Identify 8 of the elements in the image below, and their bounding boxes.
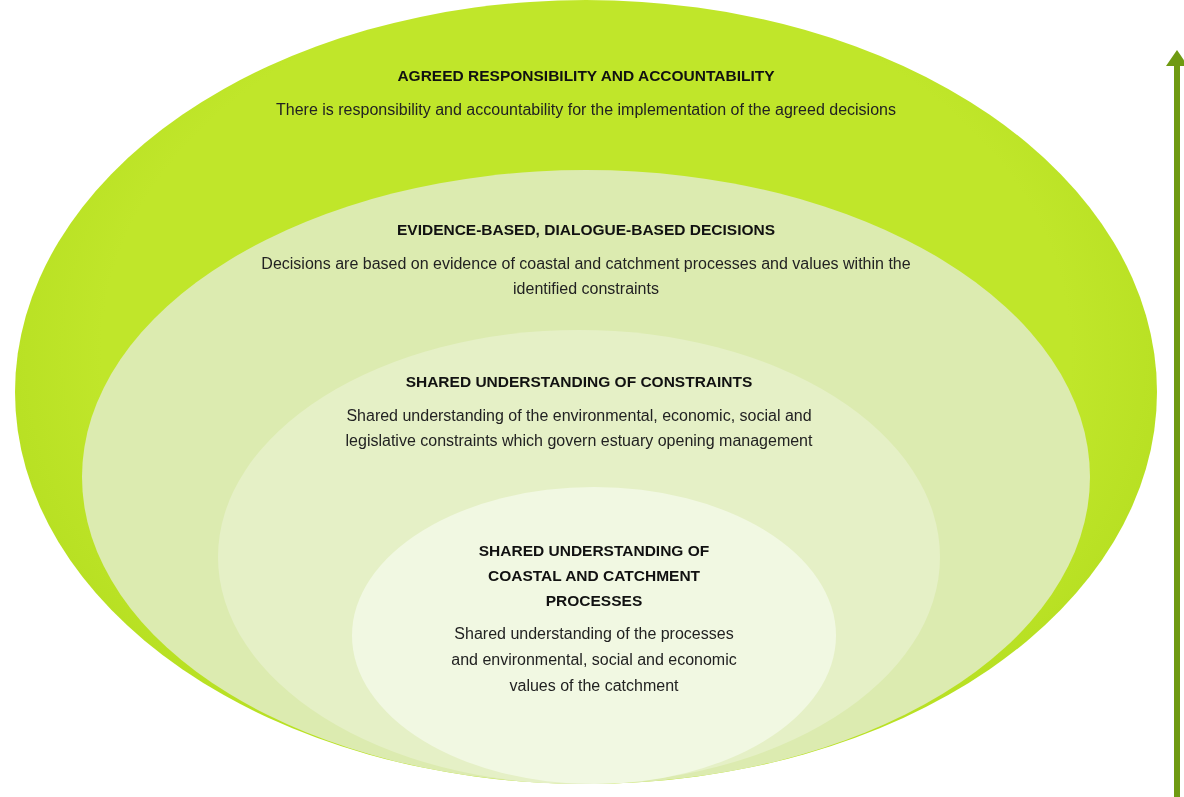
layer-heading: SHARED UNDERSTANDING OF CONSTRAINTS bbox=[405, 372, 753, 392]
layer-description: Shared understanding of the processes and environmental, social and economic values of the catchment bbox=[450, 624, 738, 696]
layer-heading: SHARED UNDERSTANDING OF COASTAL AND CATCHMENT PROCESSES bbox=[477, 541, 711, 611]
layer-heading: AGREED RESPONSIBILITY AND ACCOUNTABILITY bbox=[397, 66, 775, 86]
layer-description: Decisions are based on evidence of coastal and catchment processes and values within the identified constraints bbox=[260, 253, 912, 300]
layer-description: There is responsibility and accountability for the implementation of the agreed decisions bbox=[276, 99, 896, 120]
layer-description: Shared understanding of the environmental, economic, social and legislative constraints which govern estuary opening management bbox=[344, 405, 814, 452]
layer-heading: EVIDENCE-BASED, DIALOGUE-BASED DECISIONS bbox=[396, 220, 776, 240]
